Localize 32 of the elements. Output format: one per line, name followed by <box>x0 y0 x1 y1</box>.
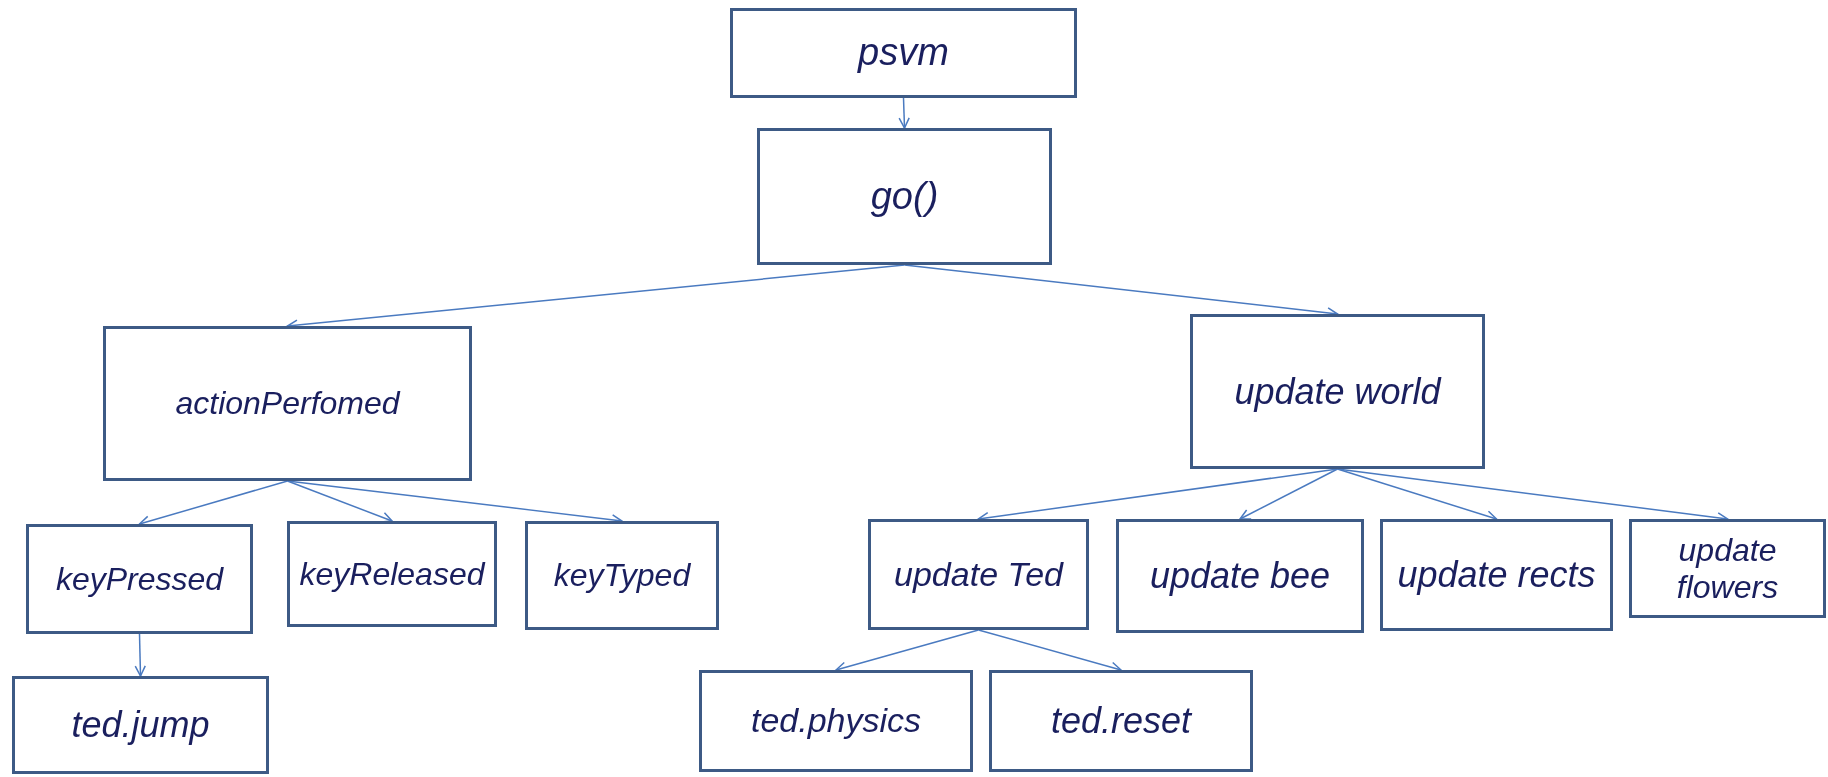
node-label: go() <box>870 174 939 219</box>
process-box <box>1116 519 1364 633</box>
process-box <box>12 676 269 774</box>
process-box <box>757 128 1052 265</box>
node-label: update world <box>1234 370 1441 413</box>
node-label: ted.physics <box>750 701 922 741</box>
process-box <box>1380 519 1613 631</box>
arrow <box>1239 468 1339 520</box>
process-box <box>989 670 1253 772</box>
process-box <box>287 521 497 627</box>
node-label: update bee <box>1149 555 1331 597</box>
arrow <box>898 97 910 129</box>
process-box <box>699 670 973 772</box>
node-label: update rects <box>1397 554 1596 596</box>
arrow <box>286 480 393 523</box>
node-label: ted.jump <box>71 704 210 746</box>
node-label: ted.reset <box>1050 700 1192 742</box>
process-box <box>103 326 472 481</box>
process-box <box>868 519 1089 630</box>
process-box <box>730 8 1077 98</box>
arrow <box>134 633 146 677</box>
node-label: keyPressed <box>55 560 224 598</box>
node-label: psvm <box>858 31 949 75</box>
node-label: update Ted <box>894 554 1063 595</box>
node-label: update flowers <box>1675 531 1780 606</box>
process-box <box>525 521 719 630</box>
process-box <box>1629 519 1826 618</box>
node-label: actionPerfomed <box>175 385 400 422</box>
process-box <box>26 524 253 634</box>
node-label: keyTyped <box>553 557 691 594</box>
node-label: keyReleased <box>299 555 485 593</box>
process-box <box>1190 314 1485 469</box>
